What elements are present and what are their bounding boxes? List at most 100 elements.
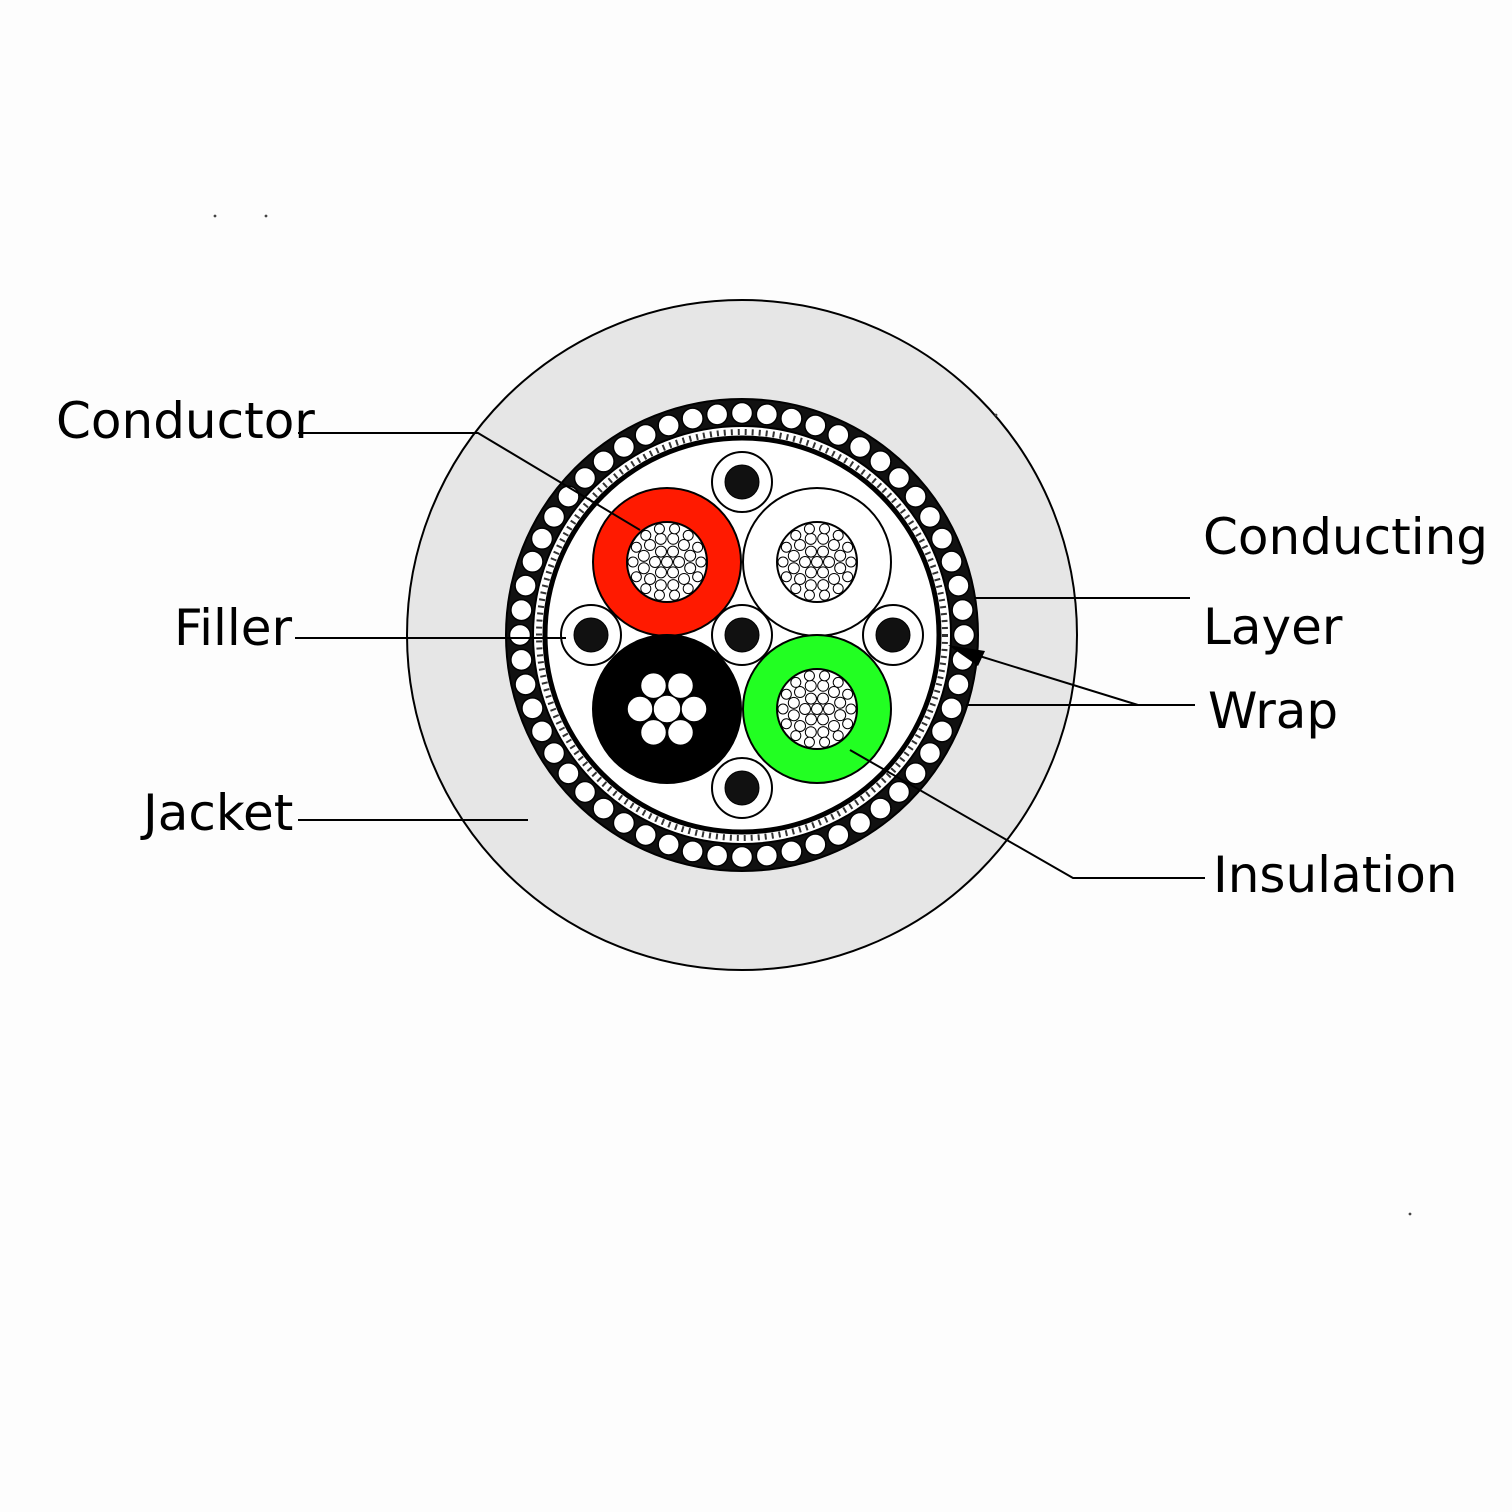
conducting-layer-bead (557, 485, 580, 508)
conducting-label: Conducting (1203, 508, 1489, 566)
conductor-strand (630, 571, 642, 583)
conductor-strand (805, 545, 817, 558)
conductor-strand (803, 670, 815, 682)
conducting-layer-bead (804, 414, 827, 437)
conductor-strand (669, 523, 681, 535)
conductor-label: Conductor (56, 392, 315, 450)
dot-mark (213, 214, 217, 218)
conductor-strand (669, 589, 681, 601)
conductor-strand (793, 539, 806, 552)
conducting-layer-bead (848, 811, 872, 835)
conductor-strand (803, 523, 815, 535)
conducting-layer-bead (930, 527, 954, 550)
conductor-strand (845, 556, 857, 568)
conductor-strand (805, 713, 817, 726)
conductor-strand (794, 720, 807, 733)
conductor-strand (819, 589, 831, 601)
conducting-layer-bead (681, 840, 704, 863)
conductor-strand (790, 529, 802, 541)
conducting-layer-bead (612, 811, 636, 835)
wrap-label: Wrap (1208, 682, 1339, 740)
conductor-strand (655, 545, 667, 558)
conductor-strand (682, 529, 694, 541)
conducting-layer-bead (869, 450, 892, 473)
conductor-strand (799, 703, 811, 715)
conductor-strand (653, 523, 665, 535)
conductor-strand (842, 718, 854, 730)
conductor-strand (817, 532, 830, 545)
conductor-strand (649, 556, 661, 568)
conductor-strand (790, 583, 802, 595)
conductor-strand (787, 709, 800, 722)
conductor-strand (692, 571, 704, 583)
conductor-strand (678, 572, 691, 585)
conductor-strand (682, 583, 694, 595)
wrap-arrowhead (948, 645, 985, 666)
conducting-layer-bead (947, 574, 970, 597)
conductor-strand (777, 703, 789, 715)
conductor-strand (811, 556, 823, 568)
conducting-layer-bead (951, 598, 974, 622)
conducting-layer-bead (930, 720, 954, 743)
conductor-strand (799, 556, 811, 568)
conductor-strand (823, 556, 835, 568)
conducting-layer-bead (573, 780, 597, 804)
conductor-strand (637, 549, 650, 562)
conductor-strand (780, 571, 792, 583)
conductor-strand (667, 532, 680, 545)
conductor-strand (639, 671, 668, 700)
conductor-strand (803, 736, 815, 748)
conducting-layer-bead (530, 720, 554, 743)
conductor-strand (819, 670, 831, 682)
conducting-layer-bead (634, 423, 657, 447)
conductor-strand (842, 541, 854, 553)
conductor-strand (819, 736, 831, 748)
conducting-layer-bead (869, 797, 892, 820)
conductor-strand (845, 703, 857, 715)
conductor-strand (777, 556, 789, 568)
filler-core (724, 770, 760, 806)
conductor-strand (667, 566, 679, 579)
conductor-strand (823, 703, 835, 715)
conducting-layer-bead (887, 780, 911, 804)
conductor-strand (817, 713, 829, 726)
conducting-layer-bead (918, 505, 942, 529)
layer-label: Layer (1203, 598, 1343, 656)
leader-insulation (849, 749, 1205, 879)
conducting-layer-bead (804, 833, 827, 856)
conducting-layer-bead (521, 550, 544, 573)
conducting-layer-bead (918, 741, 942, 765)
conductor-strand (827, 685, 840, 698)
filler-core (724, 617, 760, 653)
conductor-strand (640, 529, 652, 541)
conducting-layer-bead (510, 648, 533, 672)
conductor-strand (787, 696, 800, 709)
conductor-strand (842, 571, 854, 583)
conducting-layer-bead (887, 466, 911, 490)
conductor-strand (804, 726, 817, 739)
conducting-layer-bead (780, 407, 803, 430)
conductor-strand (661, 556, 673, 568)
conductor-strand (817, 726, 830, 739)
conductor-strand (644, 573, 657, 586)
conductor-strand (834, 696, 847, 709)
conductor-strand (790, 730, 802, 742)
conducting-layer-bead (755, 403, 779, 426)
conducting-layer-bead (573, 466, 597, 490)
conductor-strand (827, 538, 840, 551)
conductor-strand (780, 718, 792, 730)
conducting-layer-bead (508, 623, 532, 647)
dot-mark (994, 413, 998, 417)
conductor-strand (819, 523, 831, 535)
conductor-strand (790, 676, 802, 688)
conductor-strand (667, 545, 679, 558)
conducting-layer-bead (634, 823, 657, 847)
conductor-strand (832, 583, 844, 595)
conducting-layer-bead (755, 844, 779, 867)
conductor-strand (630, 541, 642, 553)
conducting-layer-bead (514, 574, 537, 597)
conducting-layer-bead (730, 845, 754, 869)
conductor-strand (832, 676, 844, 688)
conductor-strand (684, 549, 697, 562)
